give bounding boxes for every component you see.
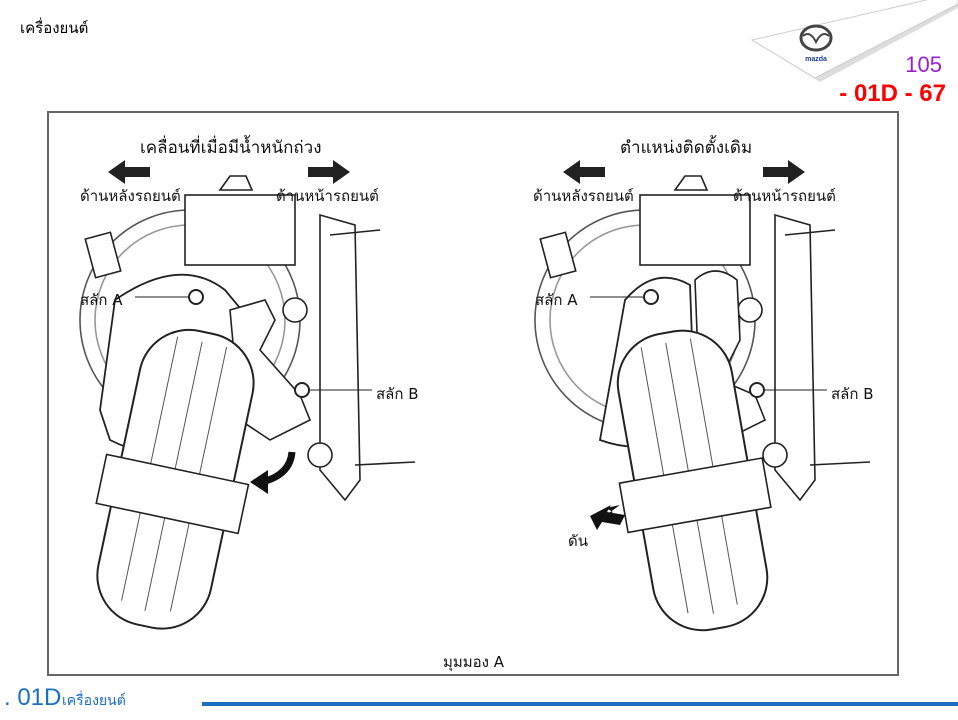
mazda-logo: mazda <box>799 24 833 63</box>
right-pin-a-label: สลัก A <box>535 291 578 309</box>
right-rear-label: ด้านหลังรถยนต์ <box>533 187 634 205</box>
right-title: ตำแหน่งติดตั้งเดิม <box>620 138 753 158</box>
svg-text:mazda: mazda <box>805 56 827 63</box>
left-front-label: ด้านหน้ารถยนต์ <box>276 187 379 205</box>
push-arrow-icon <box>590 505 625 530</box>
arrow-left-icon <box>563 160 605 184</box>
right-front-label: ด้านหน้ารถยนต์ <box>733 187 836 205</box>
left-diagram <box>79 160 416 630</box>
left-pin-a-label: สลัก A <box>80 291 123 309</box>
right-pin-b-label: สลัก B <box>831 385 874 403</box>
header-title: เครื่องยนต์ <box>20 19 89 37</box>
right-diagram <box>534 160 871 632</box>
header-banner: mazda <box>750 0 958 82</box>
push-label: ดัน <box>568 532 588 550</box>
left-pin-b-label: สลัก B <box>376 385 419 403</box>
footer-section-code: . 01D <box>4 684 62 711</box>
section-code: - 01D - 67 <box>839 80 946 107</box>
page-number: 105 <box>905 52 942 77</box>
arrow-right-icon <box>308 160 350 184</box>
left-title: เคลื่อนที่เมื่อมีน้ำหนักถ่วง <box>140 138 322 158</box>
figure-frame <box>47 111 899 676</box>
footer-divider <box>202 702 958 706</box>
arrow-left-icon <box>108 160 150 184</box>
left-rear-label: ด้านหลังรถยนต์ <box>80 187 181 205</box>
footer-section-name: เครื่องยนต์ <box>62 693 126 709</box>
figure-caption: มุมมอง A <box>443 653 505 671</box>
arrow-right-icon <box>763 160 805 184</box>
